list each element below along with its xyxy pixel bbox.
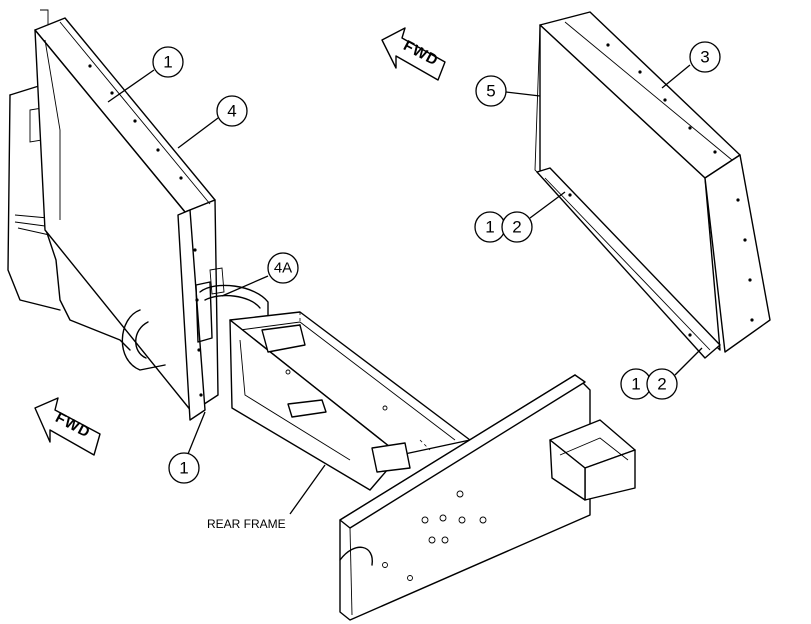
callout-5: 5 bbox=[475, 75, 541, 107]
svg-text:1: 1 bbox=[631, 375, 640, 394]
svg-text:5: 5 bbox=[486, 82, 495, 101]
svg-text:4: 4 bbox=[227, 102, 236, 121]
callout-1-top-left: 1 bbox=[107, 46, 184, 103]
fwd-arrow-left: FWD bbox=[34, 397, 101, 456]
svg-text:1: 1 bbox=[179, 459, 188, 478]
svg-text:2: 2 bbox=[657, 375, 666, 394]
svg-text:2: 2 bbox=[512, 218, 521, 237]
frame-holes bbox=[285, 369, 487, 581]
right-guard-panel bbox=[534, 11, 771, 359]
fwd-arrow-top: FWD bbox=[381, 27, 446, 81]
rear-frame bbox=[229, 311, 636, 621]
callout-pair-lower: 1 2 bbox=[620, 347, 703, 400]
left-guard-panel bbox=[34, 17, 219, 421]
svg-text:3: 3 bbox=[700, 48, 709, 67]
rear-frame-label: REAR FRAME bbox=[207, 517, 286, 531]
svg-text:4A: 4A bbox=[274, 260, 292, 277]
callout-pair-upper: 1 2 bbox=[474, 191, 566, 243]
hose-assembly bbox=[121, 267, 269, 371]
svg-text:1: 1 bbox=[163, 53, 172, 72]
callout-4: 4 bbox=[177, 95, 248, 149]
svg-text:1: 1 bbox=[485, 218, 494, 237]
callout-4a: 4A bbox=[221, 252, 299, 297]
callout-1-bottom: 1 bbox=[168, 411, 206, 484]
right-panel-bolts bbox=[568, 43, 754, 337]
callout-3: 3 bbox=[661, 41, 721, 89]
